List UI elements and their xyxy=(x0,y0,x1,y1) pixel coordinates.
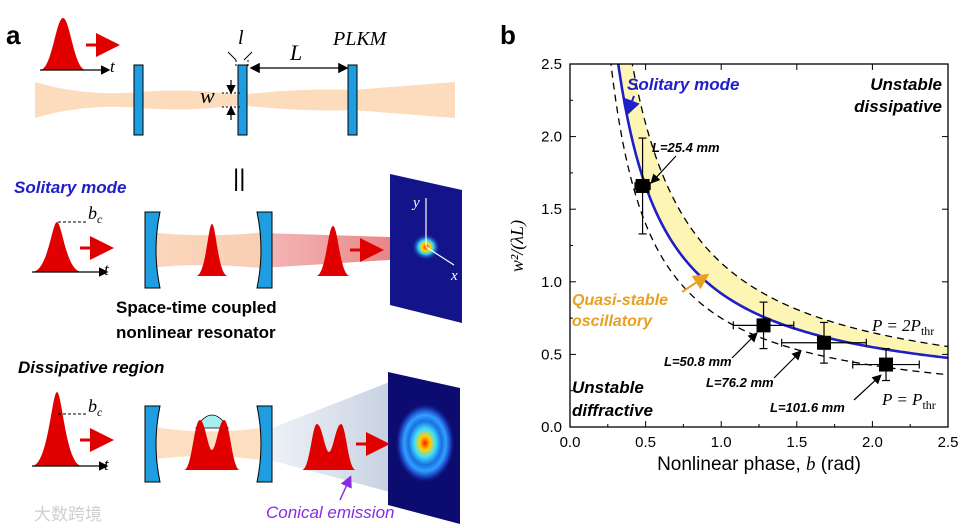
point-label-1: L=25.4 mm xyxy=(652,140,720,155)
dimension-annotations: PLKM l L w xyxy=(200,27,388,120)
time-axis-label-3: t xyxy=(104,455,110,474)
resonator-caption-2: nonlinear resonator xyxy=(116,323,276,342)
solitary-region-label: Solitary mode xyxy=(627,75,739,94)
y-axis-title: w²/(λL) xyxy=(507,220,528,272)
p2-label: P = 2Pthr xyxy=(871,316,934,338)
quasi-stable-label-2: oscillatory xyxy=(572,313,653,330)
solitary-beam-profile: y x xyxy=(390,174,462,323)
y-tick-label: 2.0 xyxy=(541,129,562,146)
x-tick-label: 1.0 xyxy=(711,434,732,451)
plkm-label: PLKM xyxy=(332,28,388,50)
curve-0 xyxy=(616,64,948,360)
bc-label-2: bc xyxy=(88,396,103,419)
output-pulse xyxy=(316,226,350,276)
quasi-stable-label-1: Quasi-stable xyxy=(572,292,668,309)
l-label: l xyxy=(238,27,244,49)
x-tick-label: 0.5 xyxy=(635,434,656,451)
quasi-stable-arrow xyxy=(681,273,710,293)
unstable-dissipative-label-2: dissipative xyxy=(854,97,942,116)
dissipative-mirror-2 xyxy=(256,405,273,483)
mirror-1 xyxy=(133,64,144,136)
curve-1 xyxy=(631,64,948,348)
L-label: L xyxy=(289,40,302,65)
y-axis-label: y xyxy=(411,195,420,211)
point-labels: L=25.4 mm L=50.8 mm L=76.2 mm L=101.6 mm xyxy=(650,140,882,415)
solitary-mirror-2 xyxy=(256,211,273,289)
solitary-region-arrow xyxy=(624,95,640,116)
top-input-pulse: t xyxy=(40,18,120,76)
time-axis-label-2: t xyxy=(104,260,110,279)
intracavity-pulse xyxy=(196,224,228,276)
mirror-2 xyxy=(237,64,248,136)
data-point-2 xyxy=(756,318,771,333)
time-axis-label: t xyxy=(110,57,116,76)
stability-plot: 0.0 0.5 1.0 1.5 2.0 2.5 0.0 0.5 1.0 1.5 2.0 2.5 xyxy=(541,56,959,451)
y-tick-label: 1.5 xyxy=(541,201,562,218)
x-tick-label: 1.5 xyxy=(786,434,807,451)
dissipative-mirror-1 xyxy=(144,405,161,483)
y-tick-label: 0.0 xyxy=(541,419,562,436)
data-point-1 xyxy=(635,178,650,193)
w-label: w xyxy=(200,83,215,108)
bc-label: bc xyxy=(88,203,103,226)
x-tick-label: 0.0 xyxy=(560,434,581,451)
x-tick-label: 2.0 xyxy=(862,434,883,451)
dissipative-beam-profile xyxy=(388,372,460,524)
y-tick-label: 2.5 xyxy=(541,56,562,73)
equivalence-sign: || xyxy=(233,165,245,192)
point-label-2: L=50.8 mm xyxy=(664,354,732,369)
panel-a-letter: a xyxy=(6,20,21,50)
unstable-diffractive-label-2: diffractive xyxy=(572,401,653,420)
solitary-mirror-1 xyxy=(144,211,161,289)
unstable-diffractive-label-1: Unstable xyxy=(572,378,644,397)
x-tick-label: 2.5 xyxy=(938,434,959,451)
solitary-input-pulse: bc t xyxy=(32,203,114,279)
y-tick-label: 1.0 xyxy=(541,274,562,291)
x-axis-label: x xyxy=(450,268,458,284)
p1-label: P = Pthr xyxy=(881,390,936,412)
point-label-4: L=101.6 mm xyxy=(770,400,845,415)
data-point-3 xyxy=(817,335,832,350)
y-tick-label: 0.5 xyxy=(541,346,562,363)
dissipative-region-label: Dissipative region xyxy=(18,358,164,377)
resonator-caption-1: Space-time coupled xyxy=(116,298,277,317)
dissipative-input-pulse: bc t xyxy=(32,392,114,474)
x-axis-title: Nonlinear phase, b (rad) xyxy=(657,454,861,475)
solitary-mode-label: Solitary mode xyxy=(14,178,126,197)
panel-b-letter: b xyxy=(500,20,516,50)
unstable-dissipative-label-1: Unstable xyxy=(870,75,942,94)
point-label-3: L=76.2 mm xyxy=(706,375,774,390)
mirror-3 xyxy=(347,64,358,136)
split-output-pulse xyxy=(302,424,356,470)
solitary-cavity-beam xyxy=(150,232,262,268)
conical-emission-label: Conical emission xyxy=(266,503,395,522)
split-intracavity-pulse xyxy=(184,420,240,470)
watermark: 大数跨境 xyxy=(34,505,102,524)
conical-emission-arrow xyxy=(339,475,352,501)
data-point-4 xyxy=(879,357,894,372)
